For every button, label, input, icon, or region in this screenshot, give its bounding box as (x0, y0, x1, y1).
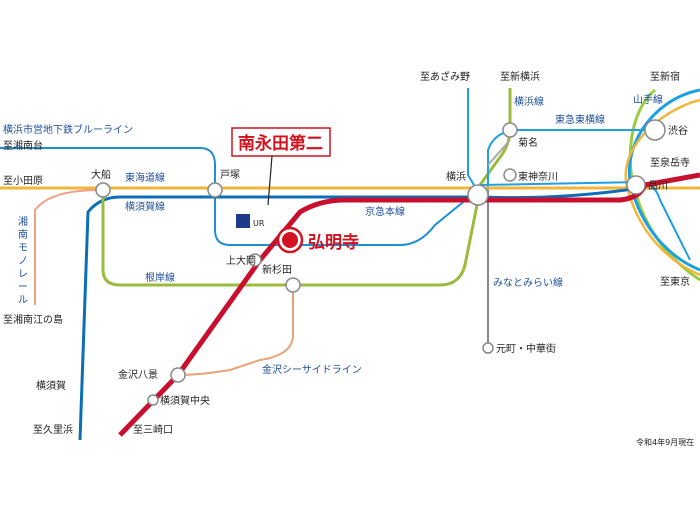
shonan-monorail-path (34, 189, 101, 305)
station-shinsugita-marker (285, 277, 301, 293)
station-gumyoji-dot (282, 232, 298, 248)
dest-shinyokohama: 至新横浜 (500, 70, 540, 83)
svg-text:ノ: ノ (18, 256, 28, 267)
dest-shinjuku: 至新宿 (650, 70, 680, 83)
blue-line-path (0, 147, 479, 246)
seaside-line-path (177, 285, 294, 376)
line-label-keikyu: 京急本線 (365, 205, 405, 218)
station-shinagawa-marker (626, 175, 646, 195)
line-label-blue: 横浜市営地下鉄ブルーライン (3, 123, 133, 136)
station-totsuka-marker (207, 182, 223, 198)
station-motomachi-marker (482, 342, 494, 354)
title-box (231, 127, 331, 157)
station-label-ofuna: 大船 (91, 168, 111, 181)
line-label-negishi: 根岸線 (145, 271, 175, 284)
station-kamiooka-marker (248, 253, 262, 267)
station-label-shinsugita: 新杉田 (262, 263, 292, 276)
line-label-yokohama: 横浜線 (514, 95, 544, 108)
station-kanazawahakkei-marker (170, 367, 186, 383)
title-box-pointer (267, 155, 273, 206)
minatomirai-line-path (478, 189, 489, 345)
dest-tokyo: 至東京 (660, 275, 690, 288)
shonan-monorail-vertical-label: 湘 南 モ ノ レ ー ル (18, 215, 28, 306)
station-label-kanazawahakkei: 金沢八景 (118, 368, 158, 381)
negishi-line-path (101, 185, 480, 287)
title-box-label: 南永田第二 (238, 133, 323, 154)
dest-izumidake: 至泉岳寺 (650, 156, 690, 169)
svg-text:湘: 湘 (18, 215, 28, 228)
station-label-motomachi: 元町・中華街 (496, 342, 556, 355)
dest-enoshima: 至湘南江の島 (3, 313, 63, 326)
station-label-higashikanagawa: 東神奈川 (518, 170, 558, 183)
main-station-label: 弘明寺 (308, 232, 359, 253)
station-shibuya-marker (644, 119, 666, 141)
dest-misakiguchi: 至三崎口 (133, 423, 173, 436)
station-ofuna-marker (95, 182, 111, 198)
station-label-kamiooka: 上大岡 (226, 254, 256, 267)
ur-logo-text: UR (253, 219, 265, 228)
station-label-yokohama: 横浜 (446, 170, 466, 183)
dest-odawara: 至小田原 (3, 175, 43, 187)
line-label-tokaido: 東海道線 (125, 171, 165, 184)
dest-azamino: 至あざみ野 (420, 70, 470, 83)
station-yokohama-marker (467, 184, 489, 206)
svg-text:南: 南 (18, 228, 28, 241)
station-label-shibuya: 渋谷 (668, 124, 688, 137)
azamino-line-path (467, 88, 479, 193)
dest-kurihama: 至久里浜 (33, 424, 73, 436)
dest-shonandai: 至湘南台 (3, 139, 43, 152)
line-label-toyoko: 東急東横線 (555, 113, 605, 126)
svg-text:ル: ル (18, 295, 28, 306)
station-kikuna-marker (502, 122, 518, 138)
station-label-yokosukachuo: 横須賀中央 (160, 394, 210, 407)
station-yokosukachuo-marker (147, 394, 159, 406)
ur-logo-icon (236, 214, 250, 228)
station-label-shinagawa: 品川 (648, 180, 668, 192)
station-label-totsuka: 戸塚 (220, 169, 240, 181)
svg-text:レ: レ (18, 269, 28, 280)
date-note: 令和4年9月現在 (636, 437, 694, 447)
toyoko-line-path-2 (487, 139, 511, 166)
svg-text:ー: ー (18, 282, 28, 293)
line-label-yamanote: 山手線 (633, 93, 663, 106)
station-label-kikuna: 菊名 (518, 136, 538, 149)
line-label-yokosuka: 横須賀線 (125, 200, 165, 213)
station-higashikanagawa-marker (503, 168, 517, 182)
svg-text:モ: モ (18, 243, 28, 254)
line-label-seaside: 金沢シーサイドライン (262, 363, 362, 376)
toyoko-line-path (487, 129, 655, 190)
station-label-yokosuka: 横須賀 (36, 379, 66, 392)
line-label-minatomirai: みなとみらい線 (493, 276, 563, 289)
